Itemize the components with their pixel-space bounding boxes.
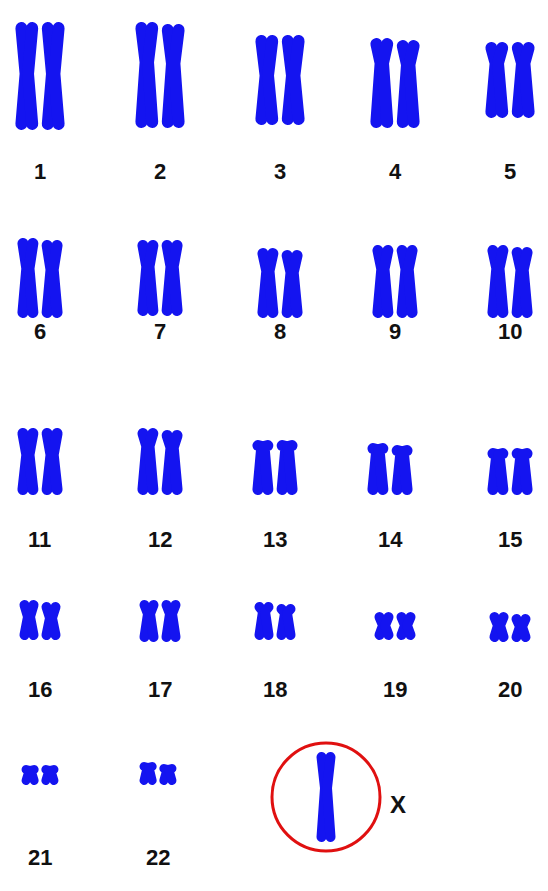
chromatid [288, 446, 292, 490]
chromatid [403, 451, 407, 490]
chromosome-number: 20 [498, 679, 522, 701]
chromatid [522, 619, 526, 637]
chromosome-number: 17 [148, 679, 172, 701]
chromatid [173, 246, 177, 311]
chromosome-number: 7 [154, 321, 166, 343]
chromatid [29, 434, 33, 490]
chromatid [498, 48, 502, 112]
chromosome-number: X [390, 793, 406, 817]
chromatid [523, 454, 527, 490]
chromosome-number: 14 [378, 529, 402, 551]
chromatid [169, 769, 172, 781]
chromatid [409, 46, 413, 122]
chromatid [500, 617, 504, 637]
chromatid [384, 251, 388, 313]
chromosome-number: 8 [274, 321, 286, 343]
chromosome-number: 4 [389, 161, 401, 183]
chromosome-number: 13 [263, 529, 287, 551]
chromosome-number: 19 [383, 679, 407, 701]
highlight-circle [272, 743, 380, 851]
chromatid [174, 30, 178, 122]
chromatid [385, 617, 389, 635]
chromosome-number: 9 [389, 321, 401, 343]
chromosome-number: 3 [274, 161, 286, 183]
chromatid [51, 770, 54, 781]
chromatid [53, 434, 57, 490]
chromatid [53, 246, 57, 313]
chromatid [172, 605, 176, 637]
chromatid [408, 251, 412, 313]
chromatid [293, 256, 297, 313]
chromosome-number: 12 [148, 529, 172, 551]
chromosome-number: 16 [28, 679, 52, 701]
chromatid [379, 449, 383, 490]
chromatid [268, 41, 272, 119]
chromatid [264, 446, 268, 490]
chromatid [499, 251, 503, 313]
chromosome-number: 22 [146, 847, 170, 869]
chromosome-number: 21 [28, 847, 52, 869]
chromosome-number: 11 [28, 529, 51, 551]
chromosome-number: 15 [498, 529, 522, 551]
chromatid [29, 244, 33, 313]
chromatid [287, 609, 291, 635]
chromatid [52, 607, 56, 635]
chromosome-number: 18 [263, 679, 287, 701]
chromatid [31, 770, 34, 781]
chromatid [54, 28, 58, 124]
chromatid [30, 605, 34, 635]
chromatid [149, 767, 152, 781]
chromatid [28, 28, 32, 124]
chromatid [294, 41, 298, 119]
chromatid [149, 246, 153, 311]
chromatid [499, 454, 503, 490]
chromosome-number: 10 [498, 321, 522, 343]
chromatid [149, 434, 153, 490]
chromatid [148, 28, 152, 122]
chromosome-set [21, 28, 528, 837]
chromatid [383, 44, 387, 122]
chromatid [150, 605, 154, 637]
chromatid [523, 253, 527, 313]
chromosome-number: 2 [154, 161, 166, 183]
chromatid [327, 757, 331, 837]
chromatid [407, 617, 411, 635]
chromosome-number: 5 [504, 161, 516, 183]
chromatid [173, 436, 177, 490]
chromatid [265, 607, 269, 635]
chromosome-number: 6 [34, 321, 46, 343]
chromosome-number: 1 [34, 161, 46, 183]
chromatid [269, 254, 273, 313]
chromatid [524, 48, 528, 112]
